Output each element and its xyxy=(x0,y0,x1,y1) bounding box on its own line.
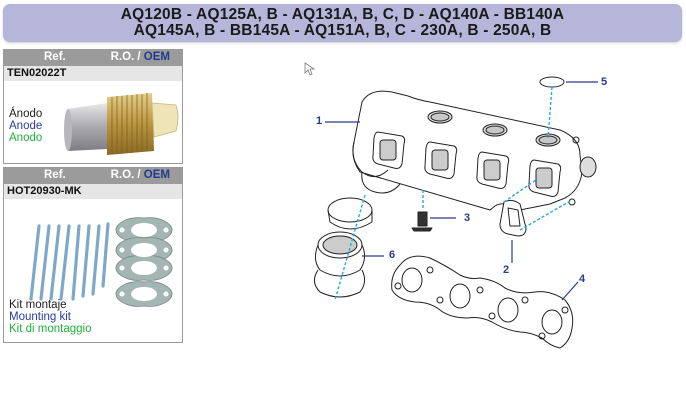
exhaust-manifold-diagram xyxy=(314,76,598,349)
mounting-kit-image xyxy=(29,217,173,307)
model-list-line-2: AQ145A, B - BB145A - AQ151A, B, C - 230A… xyxy=(133,22,552,39)
model-header: AQ120B - AQ125A, B - AQ131A, B, C, D - A… xyxy=(3,4,682,42)
callout-6: 6 xyxy=(389,249,396,261)
callout-4: 4 xyxy=(579,273,586,285)
name-it: Anodo xyxy=(9,132,43,144)
ro-oem-label: R.O. / OEM xyxy=(110,169,170,181)
card-header: Ref. R.O. / OEM xyxy=(4,168,182,184)
anode-image xyxy=(64,93,179,155)
ref-label: Ref. xyxy=(44,51,66,63)
callout-2: 2 xyxy=(503,264,510,276)
callout-1: 1 xyxy=(316,115,323,127)
name-es: Kit montaje xyxy=(9,299,67,311)
name-es: Ánodo xyxy=(9,108,43,120)
product-code[interactable]: HOT20930-MK xyxy=(4,184,182,199)
name-en: Mounting kit xyxy=(9,311,72,323)
callout-5: 5 xyxy=(601,76,608,88)
product-code[interactable]: TEN02022T xyxy=(4,66,182,81)
model-list-line-1: AQ120B - AQ125A, B - AQ131A, B, C, D - A… xyxy=(120,6,565,23)
product-card-mounting-kit[interactable]: Ref. R.O. / OEM HOT20930-MK xyxy=(3,167,183,343)
ref-label: Ref. xyxy=(44,169,66,181)
arrow-cursor-icon xyxy=(304,62,316,76)
ro-oem-label: R.O. / OEM xyxy=(110,51,170,63)
product-card-anode[interactable]: Ref. R.O. / OEM TEN02022T Ánodo Anode An… xyxy=(3,49,183,164)
name-it: Kit di montaggio xyxy=(9,323,92,335)
callout-3: 3 xyxy=(464,212,471,224)
card-header: Ref. R.O. / OEM xyxy=(4,50,182,66)
name-en: Anode xyxy=(9,120,43,132)
